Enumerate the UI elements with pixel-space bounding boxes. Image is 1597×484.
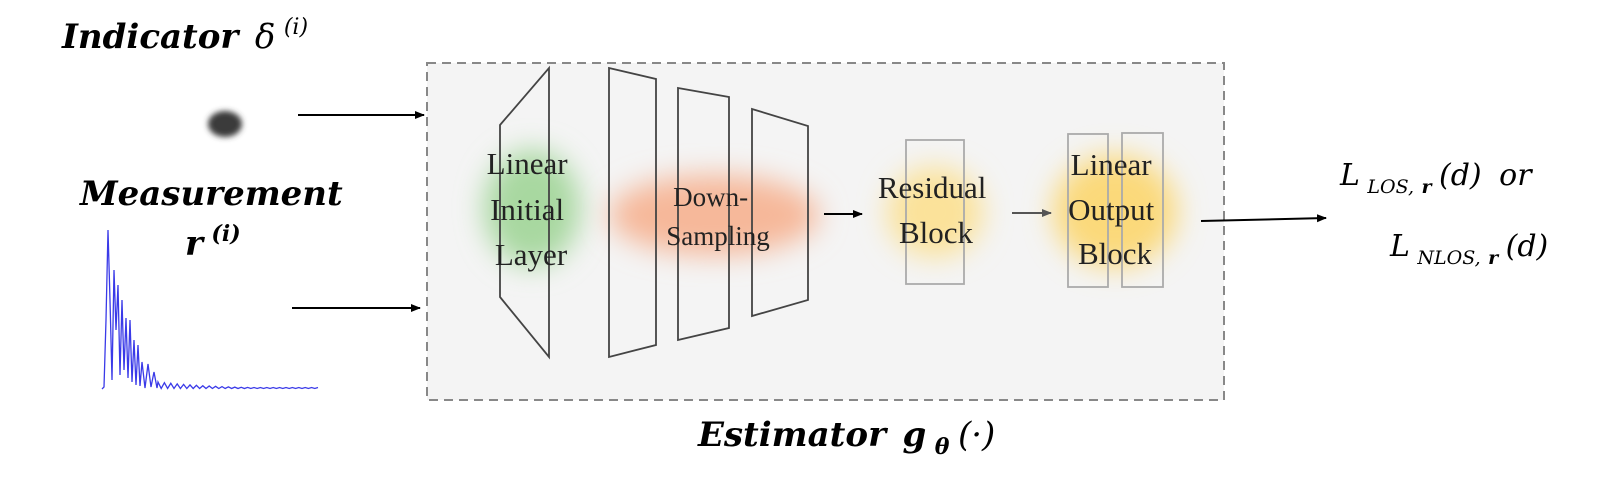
linear-initial-layer-shape: [499, 65, 550, 360]
residual-glow: [887, 167, 983, 257]
output-los-label: L LOS, r (d) or: [1339, 158, 1533, 200]
output-block-shape-2: [1121, 132, 1164, 288]
indicator-label: Indicator δ (i): [61, 15, 308, 57]
measurement-label: Measurement: [79, 174, 343, 214]
output-arrow: [1200, 214, 1327, 223]
downsampling-glow: [609, 175, 819, 255]
linear-initial-layer-label: Linear Initial Layer: [487, 146, 576, 272]
measurement-symbol: r (i): [185, 221, 241, 264]
linear-initial-glow: [484, 150, 580, 266]
downsampling-label: Down- Sampling: [666, 182, 770, 251]
residual-block-shape: [905, 139, 965, 285]
downsampling-stage-1: [608, 66, 657, 359]
measurement-waveform: [101, 229, 319, 390]
residual-block-label: Residual Block: [878, 170, 994, 250]
indicator-dot: [208, 111, 242, 137]
output-glow: [1053, 155, 1177, 267]
downsampling-stage-2: [677, 86, 730, 342]
linear-output-block-label: Linear Output Block: [1068, 147, 1162, 271]
estimator-label: Estimator g θ (·): [697, 415, 995, 462]
downsampling-stage-3: [751, 107, 809, 318]
output-block-shape-1: [1067, 133, 1109, 288]
output-nlos-label: L NLOS, r (d): [1389, 229, 1548, 271]
